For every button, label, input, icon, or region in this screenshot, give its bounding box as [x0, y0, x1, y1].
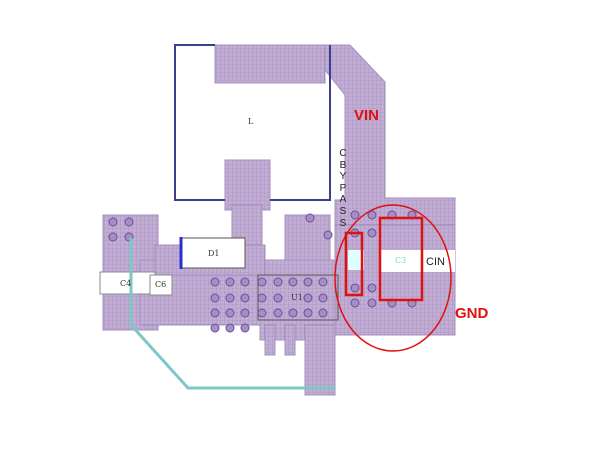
gnd-loop-circle: [334, 204, 452, 352]
cbypass-label: CBYPASS: [339, 148, 347, 229]
c6-label: C6: [155, 280, 167, 289]
outlines: [99, 44, 455, 321]
copper-pours: [102, 44, 456, 396]
bottom-pad-2: [284, 324, 296, 356]
inductor-outline-right: [270, 45, 331, 201]
c6-body: [149, 274, 173, 296]
diode-label: D1: [208, 249, 220, 258]
feedback-trace: [129, 238, 335, 390]
c4-label: C4: [120, 279, 132, 288]
highlights: [334, 204, 452, 352]
inductor-outline: [174, 44, 225, 201]
cin-label: CIN: [426, 256, 445, 268]
vias: [108, 210, 417, 333]
gnd-label: GND: [455, 305, 489, 322]
vin-label: VIN: [354, 107, 380, 124]
ic-label: U1: [291, 293, 303, 302]
cbypass-highlight: [344, 231, 364, 297]
c3-label: C3: [395, 256, 407, 265]
inductor-pad-top: [214, 44, 326, 84]
fb-pour: [284, 214, 331, 261]
cbypass-body: [348, 250, 364, 270]
diode-body: [179, 237, 246, 269]
bottom-pad-3: [304, 324, 336, 396]
inductor-label: L: [248, 117, 254, 126]
cin-highlight: [378, 216, 424, 302]
bottom-pad-1: [264, 324, 276, 356]
c3-body: [380, 250, 455, 272]
gnd-pour: [334, 224, 456, 336]
inductor-pad-bottom: [224, 159, 271, 211]
